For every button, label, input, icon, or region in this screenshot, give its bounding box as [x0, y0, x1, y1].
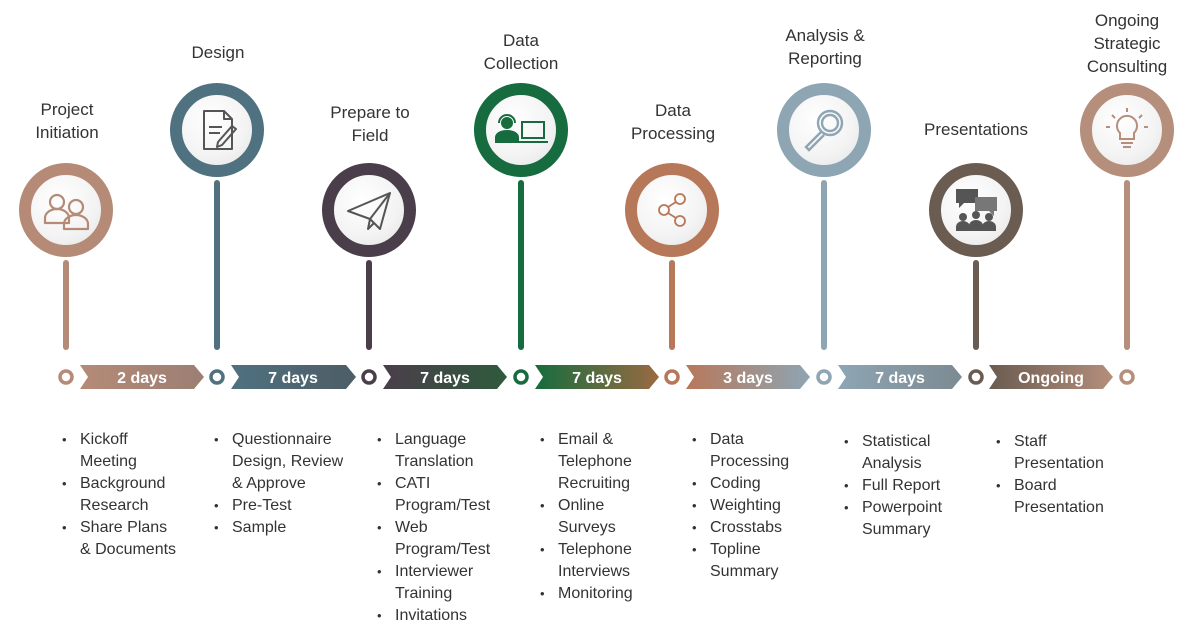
pin-stem: [1124, 180, 1130, 350]
task-item: Staff Presentation: [994, 431, 1104, 475]
duration-label: Ongoing: [1018, 370, 1084, 387]
pin-stem: [518, 180, 524, 350]
task-item: CATI Program/Test: [375, 473, 490, 517]
pin-stem: [669, 260, 675, 350]
meeting-icon: [956, 189, 997, 231]
task-item: Background Research: [60, 473, 176, 517]
stage-title-design: Design: [191, 43, 245, 62]
timeline-dot: [58, 369, 74, 385]
call-center-icon: [495, 114, 548, 143]
duration-label: 7 days: [420, 370, 470, 387]
task-item: Email & Telephone Recruiting: [538, 429, 633, 495]
stage-title-presentations: Presentations: [924, 120, 1028, 139]
pin-stem: [214, 180, 220, 350]
timeline-dot: [664, 369, 680, 385]
task-item: Questionnaire Design, Review & Approve: [212, 429, 343, 495]
task-item: Telephone Interviews: [538, 539, 633, 583]
task-item: Weighting: [690, 495, 789, 517]
pin-stem: [973, 260, 979, 350]
timeline-dot: [513, 369, 529, 385]
task-list-design: Questionnaire Design, Review & Approve P…: [212, 429, 343, 539]
people-icon: [43, 193, 90, 231]
stage-title-project-initiation: Project Initiation: [35, 100, 99, 142]
timeline-dot: [1119, 369, 1135, 385]
task-list-data-processing: Data Processing Coding Weighting Crossta…: [690, 429, 789, 583]
magnifier-icon: [804, 109, 844, 152]
duration-arrow: [838, 365, 962, 389]
pin-circle-design: [170, 83, 264, 177]
duration-arrow: [231, 365, 356, 389]
pin-stem: [63, 260, 69, 350]
task-list-analysis-reporting: Statistical Analysis Full Report Powerpo…: [842, 431, 942, 541]
pin-stem: [366, 260, 372, 350]
task-item: Data Processing: [690, 429, 789, 473]
pin-circle-ongoing-strategic-consulting: [1080, 83, 1174, 177]
task-item: Share Plans & Documents: [60, 517, 176, 561]
share-nodes-icon: [658, 193, 686, 227]
task-list-presentations: Staff Presentation Board Presentation: [994, 431, 1104, 519]
pin-circle-data-collection: [474, 83, 568, 177]
pin-circle-project-initiation: [19, 163, 113, 257]
stage-title-data-processing: Data Processing: [630, 101, 716, 143]
duration-label: 7 days: [572, 370, 622, 387]
task-item: Sample: [212, 517, 343, 539]
duration-arrow: [535, 365, 659, 389]
task-item: Invitations: [375, 605, 490, 627]
task-list-prepare-to-field: Language Translation CATI Program/Test W…: [375, 429, 490, 627]
task-item: Coding: [690, 473, 789, 495]
duration-label: 2 days: [117, 370, 167, 387]
timeline-dot: [816, 369, 832, 385]
duration-arrow: [989, 365, 1113, 389]
duration-arrow: [80, 365, 204, 389]
task-item: Pre-Test: [212, 495, 343, 517]
duration-label: 3 days: [723, 370, 773, 387]
timeline-bar: 2 days 7 days 7 days 7 days 3 days 7 day…: [58, 365, 1135, 389]
task-item: Kickoff Meeting: [60, 429, 176, 473]
timeline-dot: [968, 369, 984, 385]
duration-arrow: [383, 365, 507, 389]
task-item: Monitoring: [538, 583, 633, 605]
task-item: Interviewer Training: [375, 561, 490, 605]
duration-label: 7 days: [875, 370, 925, 387]
task-item: Web Program/Test: [375, 517, 490, 561]
timeline-dot: [361, 369, 377, 385]
paper-plane-icon: [347, 192, 391, 230]
task-item: Language Translation: [375, 429, 490, 473]
pin-circle-analysis-reporting: [777, 83, 871, 177]
task-item: Statistical Analysis: [842, 431, 942, 475]
task-item: Topline Summary: [690, 539, 789, 583]
pin-circle-presentations: [929, 163, 1023, 257]
duration-arrow: [686, 365, 810, 389]
task-item: Online Surveys: [538, 495, 633, 539]
task-item: Crosstabs: [690, 517, 789, 539]
task-item: Powerpoint Summary: [842, 497, 942, 541]
task-list-data-collection: Email & Telephone Recruiting Online Surv…: [538, 429, 633, 605]
task-item: Full Report: [842, 475, 942, 497]
stage-title-analysis-reporting: Analysis & Reporting: [785, 26, 865, 68]
stage-title-ongoing-strategic-consulting: Ongoing Strategic Consulting: [1086, 11, 1168, 76]
stage-title-data-collection: Data Collection: [483, 31, 559, 73]
lightbulb-icon: [1106, 108, 1148, 148]
stage-title-prepare-to-field: Prepare to Field: [330, 103, 410, 145]
document-pen-icon: [203, 110, 237, 150]
pin-circle-prepare-to-field: [322, 163, 416, 257]
task-item: Board Presentation: [994, 475, 1104, 519]
pin-stem: [821, 180, 827, 350]
timeline-dot: [209, 369, 225, 385]
pin-circle-data-processing: [625, 163, 719, 257]
duration-label: 7 days: [268, 370, 318, 387]
task-list-project-initiation: Kickoff Meeting Background Research Shar…: [60, 429, 176, 561]
